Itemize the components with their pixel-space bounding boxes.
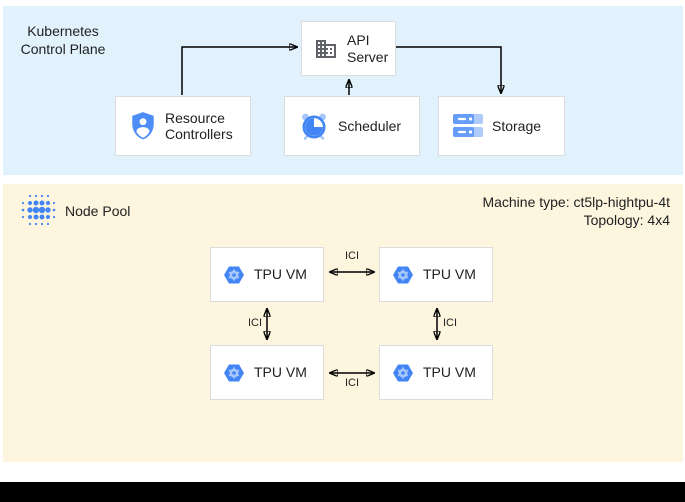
- resource-controllers-label: Resource Controllers: [165, 109, 233, 143]
- server-rack-icon: [453, 113, 483, 139]
- alarm-clock-icon: [299, 111, 329, 141]
- resource-controllers-node: Resource Controllers: [115, 96, 251, 156]
- api-server-node: API Server: [301, 21, 396, 76]
- ici-label-left: ICI: [247, 317, 262, 329]
- tpu-hexagon-icon: [223, 362, 245, 384]
- tpu-hexagon-icon: [392, 362, 414, 384]
- scheduler-node: Scheduler: [284, 96, 420, 156]
- tpu-vm-label: TPU VM: [423, 266, 476, 283]
- storage-node: Storage: [438, 96, 565, 156]
- bottom-black-bar: [0, 482, 685, 502]
- tpu-vm-label: TPU VM: [254, 266, 307, 283]
- tpu-vm-node-3: TPU VM: [210, 345, 324, 400]
- tpu-vm-label: TPU VM: [254, 364, 307, 381]
- topology-text: Topology: 4x4: [583, 212, 670, 228]
- ici-label-right: ICI: [443, 317, 458, 329]
- tpu-hexagon-icon: [223, 264, 245, 286]
- node-pool-panel: [3, 184, 683, 462]
- api-server-label: API Server: [347, 32, 389, 65]
- tpu-hexagon-icon: [392, 264, 414, 286]
- ici-label-top: ICI: [344, 250, 360, 262]
- tpu-vm-node-2: TPU VM: [379, 247, 493, 302]
- storage-label: Storage: [492, 117, 542, 134]
- machine-type-text: Machine type: ct5lp-hightpu-4t: [482, 194, 670, 210]
- shield-user-icon: [130, 111, 156, 141]
- tpu-vm-label: TPU VM: [423, 364, 476, 381]
- node-pool-title: Node Pool: [65, 203, 131, 219]
- dot-cluster-icon: [18, 192, 56, 235]
- node-pool-meta: Machine type: ct5lp-hightpu-4t Topology:…: [482, 193, 670, 229]
- tpu-vm-node-1: TPU VM: [210, 247, 324, 302]
- scheduler-label: Scheduler: [338, 117, 402, 134]
- building-icon: [314, 37, 338, 61]
- tpu-vm-node-4: TPU VM: [379, 345, 493, 400]
- control-plane-title: Kubernetes Control Plane: [20, 23, 106, 57]
- ici-label-bottom: ICI: [344, 377, 360, 389]
